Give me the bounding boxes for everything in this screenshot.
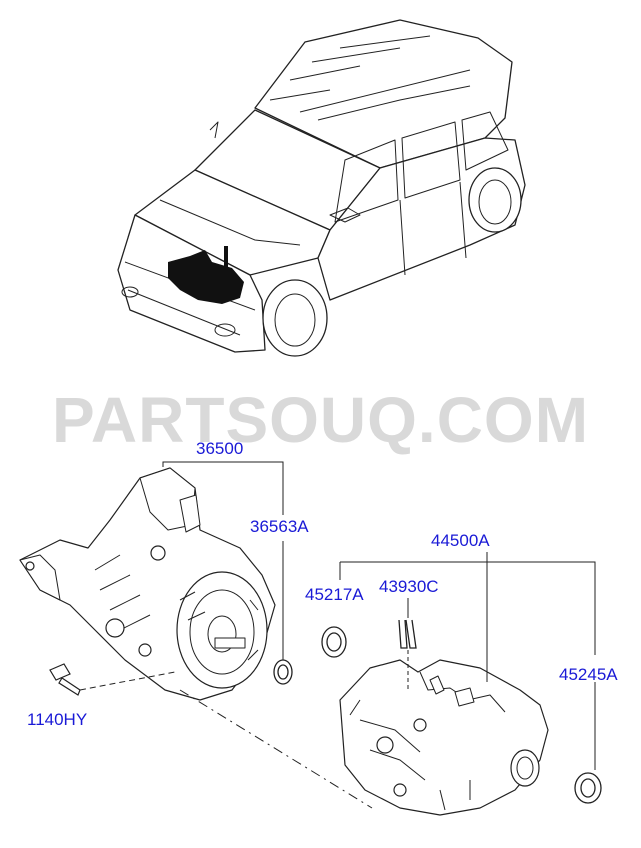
reducer-assembly-44500A bbox=[339, 659, 549, 816]
callout-1140HY[interactable]: 1140HY bbox=[27, 710, 88, 729]
seal-45245A bbox=[574, 772, 602, 804]
bolt-1140HY bbox=[49, 663, 81, 696]
vehicle-illustration bbox=[117, 19, 526, 357]
callout-45245A[interactable]: 45245A bbox=[559, 665, 618, 684]
callout-44500A[interactable]: 44500A bbox=[431, 531, 490, 550]
leader-lines bbox=[79, 461, 596, 809]
watermark-text: PARTSOUQ.COM bbox=[51, 384, 590, 456]
seal-45217A bbox=[321, 626, 347, 658]
engine-location-highlight bbox=[168, 246, 244, 304]
seal-36563A bbox=[273, 659, 293, 685]
callout-36500[interactable]: 36500 bbox=[196, 439, 244, 458]
callout-45217A[interactable]: 45217A bbox=[305, 585, 364, 604]
motor-assembly-36500 bbox=[19, 467, 276, 701]
callout-43930C[interactable]: 43930C bbox=[379, 577, 439, 596]
callout-36563A[interactable]: 36563A bbox=[250, 517, 309, 536]
clip-43930C bbox=[398, 619, 417, 649]
